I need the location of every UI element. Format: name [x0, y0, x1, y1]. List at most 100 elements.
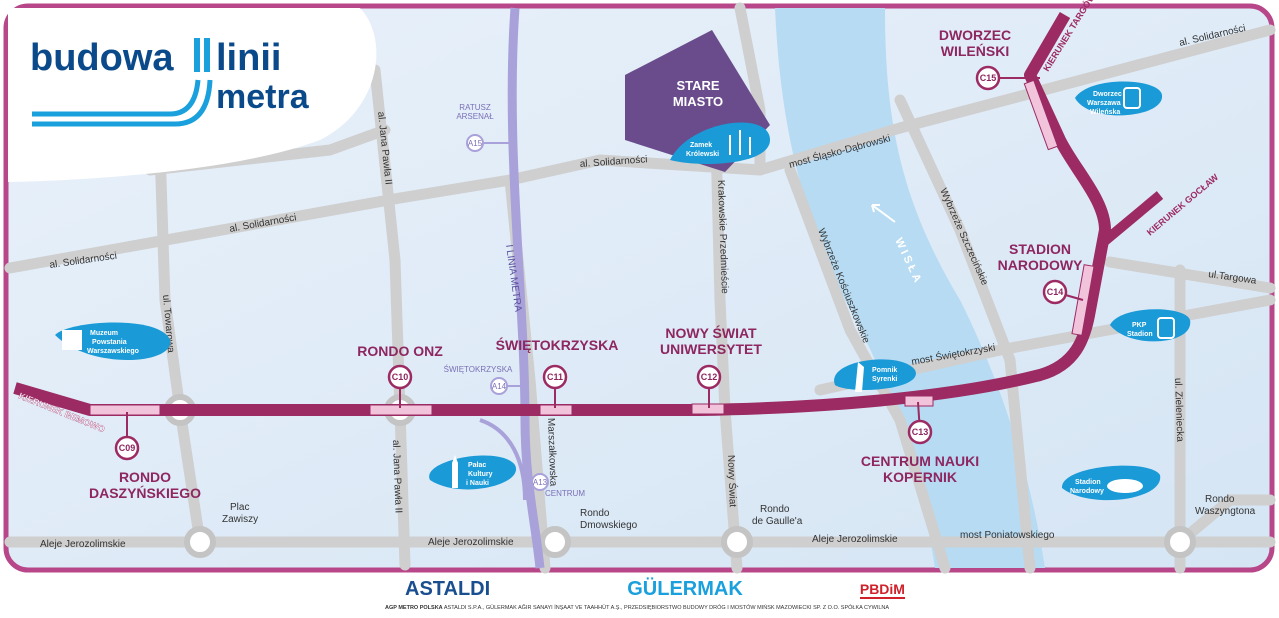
station-name: DASZYŃSKIEGO [89, 485, 201, 501]
landmark-label: Syrenki [872, 376, 897, 383]
station-name: STADION [1009, 241, 1071, 257]
landmark-label: PKP [1132, 322, 1147, 329]
landmark-label: Narodowy [1070, 488, 1104, 495]
station-code: C11 [547, 372, 563, 382]
landmark-label: Powstania [92, 339, 127, 346]
river-flow-arrow-icon [871, 204, 896, 223]
landmark-label: Muzeum [90, 330, 118, 337]
logo-panel [8, 8, 377, 182]
landmark-label: Stadion [1075, 479, 1101, 486]
station-code: C15 [980, 73, 997, 83]
train-icon [1157, 317, 1175, 339]
station-name: UNIWERSYTET [660, 341, 762, 357]
street-label: Aleje Jerozolimskie [428, 537, 514, 548]
station-code: C12 [701, 372, 718, 382]
place-label: Waszyngtona [1195, 506, 1256, 517]
street-label: Nowy Świat [725, 455, 740, 508]
svg-text:budowa: budowa [30, 37, 174, 79]
street-label: Aleje Jerozolimskie [40, 539, 126, 550]
place-label: Plac [230, 502, 249, 513]
station-name: NARODOWY [998, 257, 1083, 273]
station-code: A14 [492, 382, 507, 391]
station-code: C13 [912, 427, 929, 437]
consortium-members: ASTALDI S.P.A., GÜLERMAK AĞIR SANAYI İNŞ… [443, 605, 890, 611]
station-marker[interactable] [387, 364, 413, 390]
place-label: Zawiszy [222, 514, 258, 525]
station-a14[interactable]: A14 ŚWIĘTOKRZYSKA [444, 365, 522, 395]
consortium-name: AGP METRO POLSKA [385, 605, 443, 611]
landmark-label: i Nauki [466, 480, 489, 487]
station-code: A13 [533, 478, 548, 487]
station-marker[interactable] [696, 364, 722, 390]
sponsor-logos: ASTALDI GÜLERMAK PBDiM [385, 578, 905, 601]
station-marker[interactable] [531, 473, 549, 491]
landmark-label: Królewski [686, 151, 719, 158]
place-label: Rondo [1205, 494, 1235, 505]
station-code: C10 [392, 372, 409, 382]
statue-icon [855, 362, 864, 392]
station-code: C09 [119, 443, 136, 453]
station-marker[interactable] [975, 65, 1001, 91]
landmark-label: Warszawskiego [87, 348, 139, 355]
metro-line-1[interactable] [507, 7, 545, 569]
landmark-label: Wileńska [1090, 109, 1120, 116]
station-name: NOWY ŚWIAT [665, 324, 757, 341]
landmark-label: Warszawa [1087, 100, 1121, 107]
place-label: de Gaulle'a [752, 516, 803, 527]
station-marker[interactable] [1042, 279, 1068, 305]
svg-text:metra: metra [216, 78, 310, 116]
place-label: Rondo [580, 508, 610, 519]
district-label: STARE [676, 78, 719, 93]
station-marker[interactable] [114, 435, 140, 461]
station-marker[interactable] [490, 377, 508, 395]
station-code: C14 [1047, 287, 1064, 297]
footer: ASTALDI GÜLERMAK PBDiM AGP METRO POLSKA … [0, 575, 1279, 618]
street-label: Marszałkowska [545, 418, 558, 487]
pbdim-logo: PBDiM [859, 580, 905, 599]
station-name: DWORZEC [939, 27, 1011, 43]
station-marker[interactable] [907, 419, 933, 445]
astaldi-logo: ASTALDI [405, 578, 491, 600]
street-label: ul. Zieleniecka [1172, 378, 1185, 443]
station-name: ŚWIĘTOKRZYSKA [444, 365, 513, 374]
stadium-icon [1107, 479, 1143, 493]
place-label: Dmowskiego [580, 520, 638, 531]
station-code: A15 [468, 139, 483, 148]
station-marker[interactable] [542, 364, 568, 390]
metro-line-2[interactable] [13, 11, 1164, 416]
station-name: RONDO [119, 469, 171, 485]
station-name: RATUSZ [459, 103, 491, 112]
district-label: MIASTO [673, 94, 723, 109]
street-label: Krakowskie Przedmieście [715, 180, 730, 295]
station-name: ARSENAŁ [456, 112, 494, 121]
museum-icon [62, 330, 82, 350]
landmark-label: Pomnik [872, 367, 897, 374]
station-name: WILEŃSKI [941, 43, 1009, 59]
station-marker[interactable] [466, 134, 484, 152]
consortium-text: AGP METRO POLSKA ASTALDI S.P.A., GÜLERMA… [385, 605, 889, 611]
street-label: Aleje Jerozolimskie [812, 534, 898, 545]
station-name: KOPERNIK [883, 469, 957, 485]
street-label: al. Jana Pawła II [390, 440, 404, 514]
street-label: al. Solidarności [579, 154, 647, 170]
